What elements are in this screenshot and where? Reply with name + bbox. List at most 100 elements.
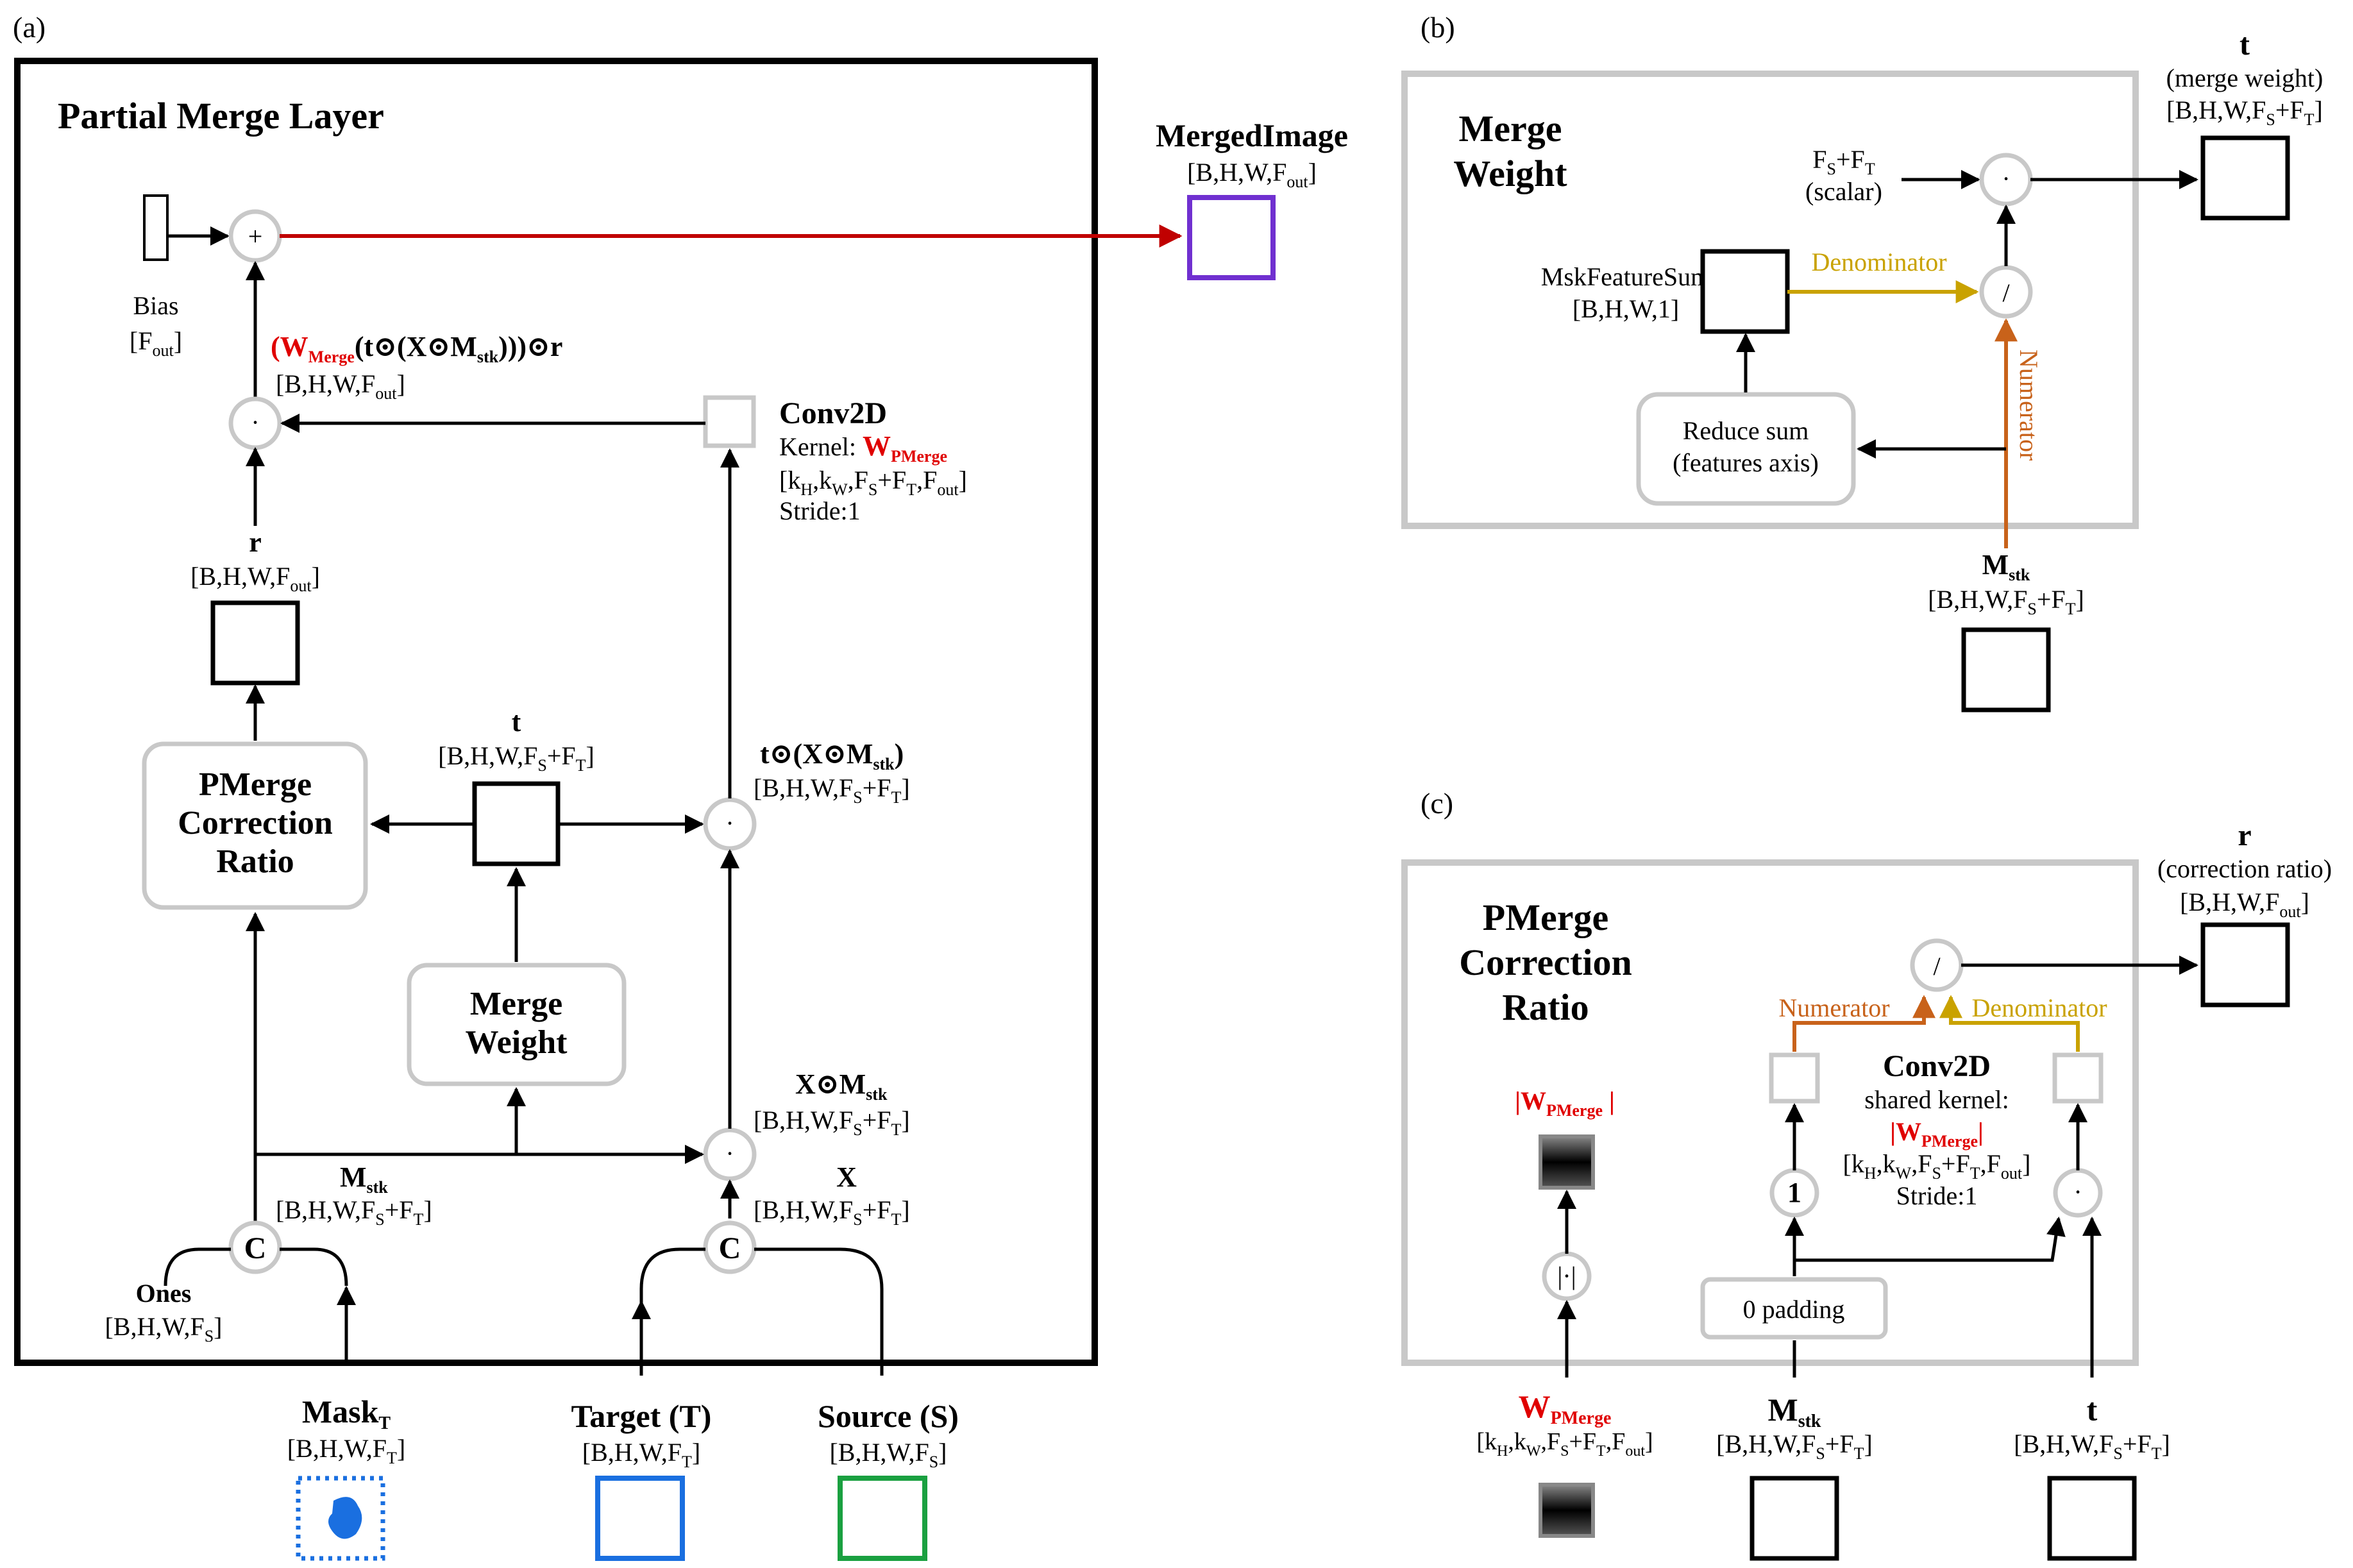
source-shape: [B,H,W,FS] [829, 1438, 947, 1471]
c-t-name: t [2087, 1392, 2098, 1428]
panel-a: (a) Partial Merge Layer Bias [Fout] + Me… [13, 11, 1348, 1561]
c-conv-line2: shared kernel: [1864, 1085, 2009, 1114]
conv-shape: [kH,kW,FS+FT,Fout] [779, 466, 967, 499]
c-conv-box-left [1769, 1052, 1820, 1104]
source-name: Source (S) [818, 1398, 959, 1434]
bias-shape: [Fout] [130, 326, 182, 360]
mstk-shape: [B,H,W,FS+FT] [276, 1195, 432, 1229]
reduce-sum-box [1636, 392, 1856, 506]
xm-name: X⊙Mstk [795, 1068, 888, 1104]
panel-c: (c) PMerge Correction Ratio r (correctio… [1401, 787, 2332, 1561]
pmerge-box-line1: PMerge [199, 766, 312, 803]
b-mstk-shape: [B,H,W,FS+FT] [1928, 585, 2084, 618]
reduce-line1: Reduce sum [1683, 416, 1809, 445]
mw-box-line1: Merge [470, 986, 562, 1022]
mstk-to-dot-branch [1794, 1217, 2066, 1262]
b-div-node [1979, 265, 2033, 319]
c-r-shape: [B,H,W,Fout] [2180, 888, 2309, 921]
c-conv-title: Conv2D [1883, 1049, 1991, 1083]
x-name: X [836, 1161, 857, 1193]
concat-right-brace [639, 1247, 884, 1328]
concat-right-symbol: C [719, 1231, 741, 1265]
b-t-note: (merge weight) [2166, 63, 2323, 92]
mskfeat-shape: [B,H,W,1] [1573, 294, 1679, 323]
concat-node-right [703, 1220, 757, 1274]
panel-a-letter: (a) [13, 11, 46, 44]
ones-shape: [B,H,W,FS] [105, 1312, 222, 1345]
panel-c-title-line2: Correction [1459, 941, 1632, 983]
merge-weight-frame [1401, 71, 2139, 529]
c-t-shape: [B,H,W,FS+FT] [2014, 1429, 2170, 1463]
ones-name: Ones [136, 1279, 192, 1308]
mskfeat-name: MskFeatureSum [1541, 262, 1710, 291]
c-mstk-box [1750, 1476, 1839, 1561]
target-shape: [B,H,W,FT] [582, 1438, 700, 1471]
panel-c-title-line1: PMerge [1483, 897, 1608, 938]
panel-b-title-line1: Merge [1459, 108, 1562, 149]
fsft-label: FS+FT [1812, 145, 1875, 178]
c-r-note: (correction ratio) [2157, 854, 2332, 883]
r-name: r [249, 527, 262, 558]
c-t-box [2047, 1476, 2137, 1561]
x-shape: [B,H,W,FS+FT] [754, 1195, 910, 1229]
merge-weight-box [407, 963, 627, 1086]
c-div-symbol: / [1933, 952, 1941, 981]
r-box [210, 600, 300, 686]
b-numerator-label: Numerator [2014, 350, 2043, 460]
r-shape: [B,H,W,Fout] [190, 562, 320, 595]
target-name: Target (T) [571, 1398, 712, 1434]
mskfeat-box [1700, 249, 1790, 334]
c-conv-box-right [2052, 1052, 2104, 1104]
mstk-name: Mstk [340, 1161, 388, 1197]
pmerge-box-line2: Correction [178, 805, 333, 841]
c-mstk-shape: [B,H,W,FS+FT] [1716, 1429, 1873, 1463]
mask-shape: [B,H,W,FT] [287, 1434, 405, 1467]
merged-shape: [B,H,W,Fout] [1187, 158, 1317, 191]
b-denominator-label: Denominator [1811, 248, 1946, 276]
c-w-shape: [kH,kW,FS+FT,Fout] [1476, 1428, 1653, 1460]
pmerge-box-line3: Ratio [216, 843, 294, 880]
panel-b-title-line2: Weight [1453, 153, 1567, 194]
mask-blob [328, 1497, 362, 1539]
zero-padding-box [1700, 1277, 1888, 1340]
panel-c-letter: (c) [1421, 787, 1453, 820]
b-div-symbol: / [2002, 278, 2010, 307]
c-denominator-label: Denominator [1971, 993, 2107, 1022]
expr-label: (WMerge(t⊙(X⊙Mstk)))⊙r [271, 331, 562, 366]
absw-label: |WPMerge | [1515, 1086, 1615, 1120]
mask-name: MaskT [302, 1394, 391, 1433]
absw-block [1539, 1134, 1595, 1190]
one-symbol: 1 [1787, 1177, 1801, 1208]
partial-merge-frame [14, 58, 1098, 1366]
b-t-name: t [2239, 28, 2250, 62]
c-mstk-name: Mstk [1768, 1392, 1821, 1431]
pmerge-correction-frame [1401, 859, 2139, 1366]
expr-shape: [B,H,W,Fout] [276, 369, 405, 403]
source-box [838, 1476, 927, 1561]
c-numerator-arrow [1792, 995, 1936, 1052]
conv-kernel: Kernel: WPMerge [779, 430, 947, 466]
concat-left-symbol: C [244, 1231, 267, 1265]
t-name: t [512, 706, 521, 738]
b-t-box [2200, 135, 2290, 221]
c-dot-symbol: · [2073, 1177, 2082, 1206]
dot-symbol-lower: · [725, 1139, 734, 1168]
conv2d-box [703, 395, 756, 448]
zero-padding-label: 0 padding [1743, 1295, 1845, 1324]
dot-node-lower [703, 1127, 757, 1181]
merged-image-box [1187, 195, 1276, 280]
bias-label: Bias [133, 291, 178, 320]
conv-stride: Stride:1 [779, 496, 861, 525]
pmerge-correction-box [142, 741, 368, 910]
conv-title: Conv2D [779, 396, 887, 430]
panel-b-letter: (b) [1421, 11, 1455, 44]
t-shape: [B,H,W,FS+FT] [438, 741, 595, 775]
xm-shape: [B,H,W,FS+FT] [754, 1106, 910, 1139]
concat-left-brace [164, 1247, 348, 1286]
mw-box-line2: Weight [466, 1024, 568, 1061]
c-conv-stride: Stride:1 [1896, 1181, 1978, 1210]
merged-title: MergedImage [1156, 117, 1348, 153]
tx-shape: [B,H,W,FS+FT] [754, 773, 910, 807]
dot-symbol-middle: · [725, 809, 734, 838]
